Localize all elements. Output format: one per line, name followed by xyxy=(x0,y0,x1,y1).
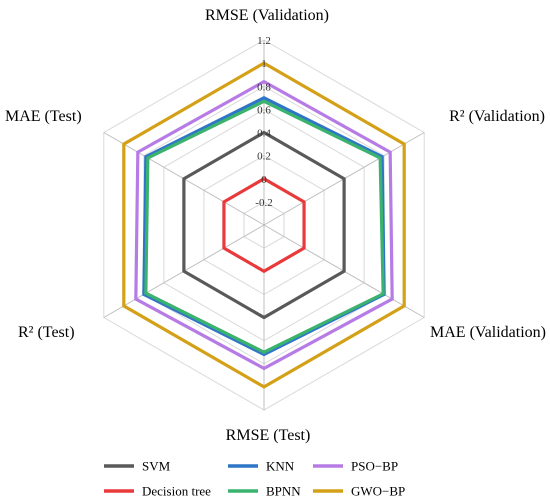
axis-label-rmse-validation: RMSE (Validation) xyxy=(205,7,329,24)
radial-tick-labels: -0.2 0 0.2 0.4 0.6 0.8 1 1.2 xyxy=(255,35,272,209)
tick-label-3: 0.4 xyxy=(257,128,271,140)
series-knn xyxy=(142,96,386,357)
legend-label-decision-tree: Decision tree xyxy=(142,484,211,499)
legend: SVM KNN PSO−BP Decision tree BPNN GWO−BP xyxy=(104,459,405,499)
axis-label-mae-validation: MAE (Validation) xyxy=(430,324,546,341)
series-decision-tree xyxy=(222,176,306,274)
series-svm xyxy=(182,130,346,320)
tick-label-2: 0.2 xyxy=(257,151,271,163)
tick-label-1: 0 xyxy=(261,174,267,186)
legend-label-gwo-bp: GWO−BP xyxy=(351,484,405,499)
series-gwo-bp xyxy=(122,61,406,389)
series-pso-bp xyxy=(134,79,394,371)
tick-label-5: 0.8 xyxy=(257,81,271,93)
tick-label-4: 0.6 xyxy=(257,104,271,116)
legend-label-knn: KNN xyxy=(266,459,295,474)
axis-label-r2-test: R² (Test) xyxy=(18,324,75,341)
legend-label-svm: SVM xyxy=(142,459,171,474)
axis-label-mae-test: MAE (Test) xyxy=(5,108,82,125)
axis-label-r2-validation: R² (Validation) xyxy=(449,108,545,125)
tick-label-7: 1.2 xyxy=(257,35,271,47)
legend-label-bpnn: BPNN xyxy=(266,484,301,499)
axis-label-rmse-test: RMSE (Test) xyxy=(226,427,311,444)
tick-label-6: 1 xyxy=(261,58,267,70)
legend-label-pso-bp: PSO−BP xyxy=(351,459,398,474)
tick-label-0: -0.2 xyxy=(255,197,272,209)
radar-series xyxy=(122,61,406,389)
series-bpnn xyxy=(144,99,385,354)
